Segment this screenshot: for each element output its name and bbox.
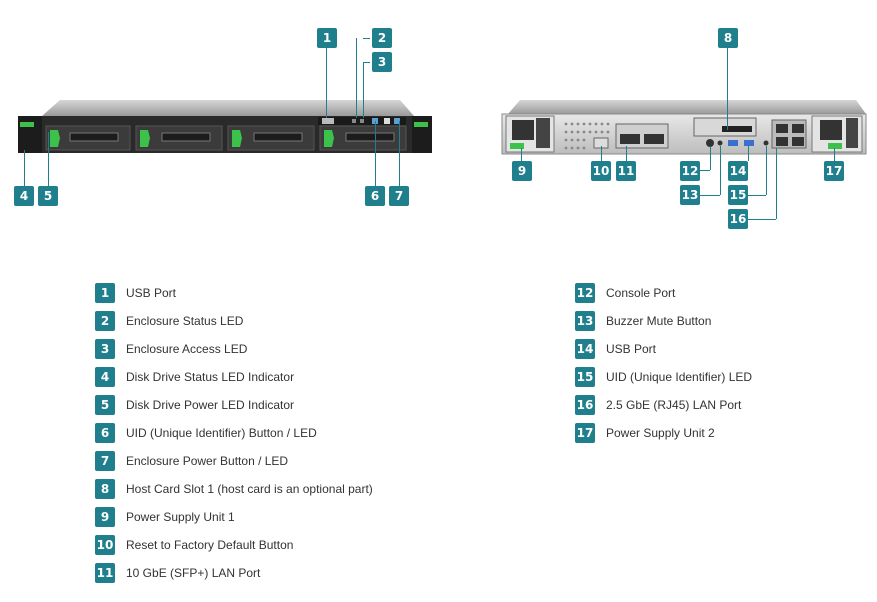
legend-label: Disk Drive Status LED Indicator [126,370,295,384]
legend-label: USB Port [606,342,657,356]
legend-number: 7 [95,451,115,471]
legend-label: Reset to Factory Default Button [126,538,294,552]
callout-badge-6: 6 [365,186,385,206]
legend-number: 4 [95,367,115,387]
legend-number: 15 [575,367,595,387]
callout-badge-7: 7 [389,186,409,206]
leader-line [601,146,602,162]
leader-line [748,195,766,196]
legend-number: 13 [575,311,595,331]
legend-item-7: 7 Enclosure Power Button / LED [95,450,288,472]
legend-number: 5 [95,395,115,415]
callout-badge-4: 4 [14,186,34,206]
legend-label: Enclosure Access LED [126,342,248,356]
leader-line [748,146,749,161]
legend-item-6: 6 UID (Unique Identifier) Button / LED [95,422,317,444]
legend-number: 3 [95,339,115,359]
legend-item-15: 15 UID (Unique Identifier) LED [575,366,752,388]
legend-item-5: 5 Disk Drive Power LED Indicator [95,394,294,416]
legend-number: 8 [95,479,115,499]
callout-badge-9: 9 [512,161,532,181]
leader-line [748,219,776,220]
leader-line [363,62,364,118]
leader-line [356,38,357,118]
leader-line [399,121,400,186]
leader-line [834,148,835,162]
legend-number: 16 [575,395,595,415]
legend-item-3: 3 Enclosure Access LED [95,338,247,360]
leader-line [766,146,767,195]
leader-line [521,148,522,162]
leader-line [727,47,728,130]
legend-number: 11 [95,563,115,583]
legend-number: 9 [95,507,115,527]
leader-line [363,62,370,63]
legend-item-17: 17 Power Supply Unit 2 [575,422,715,444]
legend-number: 1 [95,283,115,303]
legend-item-4: 4 Disk Drive Status LED Indicator [95,366,294,388]
leader-line [326,47,327,118]
legend-label: UID (Unique Identifier) LED [606,370,753,384]
legend-item-2: 2 Enclosure Status LED [95,310,243,332]
legend-number: 2 [95,311,115,331]
legend-item-14: 14 USB Port [575,338,656,360]
callout-badge-17: 17 [824,161,844,181]
legend-item-1: 1 USB Port [95,282,176,304]
legend-item-10: 10 Reset to Factory Default Button [95,534,293,556]
legend-item-13: 13 Buzzer Mute Button [575,310,711,332]
legend-number: 10 [95,535,115,555]
callout-badge-1: 1 [317,28,337,48]
callout-badge-11: 11 [616,161,636,181]
callout-badge-13: 13 [680,185,700,205]
leader-line [363,38,370,39]
legend-label: Power Supply Unit 1 [126,510,235,524]
leader-line [24,150,25,186]
callout-badge-2: 2 [372,28,392,48]
legend-label: Disk Drive Power LED Indicator [126,398,295,412]
leader-line [375,121,376,186]
leader-line [710,147,711,170]
leader-line [720,146,721,195]
legend-number: 17 [575,423,595,443]
callout-badge-14: 14 [728,161,748,181]
legend-label: Power Supply Unit 2 [606,426,715,440]
legend-item-9: 9 Power Supply Unit 1 [95,506,235,528]
legend-label: Console Port [606,286,676,300]
legend-label: Enclosure Power Button / LED [126,454,289,468]
legend-item-16: 16 2.5 GbE (RJ45) LAN Port [575,394,741,416]
legend-label: 2.5 GbE (RJ45) LAN Port [606,398,742,412]
legend-label: Buzzer Mute Button [606,314,712,328]
legend-label: Enclosure Status LED [126,314,244,328]
legend-label: Host Card Slot 1 (host card is an option… [126,482,373,496]
leader-line [700,170,710,171]
legend-item-12: 12 Console Port [575,282,675,304]
callout-badge-15: 15 [728,185,748,205]
callout-badge-5: 5 [38,186,58,206]
legend-number: 12 [575,283,595,303]
legend-item-11: 11 10 GbE (SFP+) LAN Port [95,562,260,584]
legend-label: UID (Unique Identifier) Button / LED [126,426,317,440]
leader-line [626,146,627,162]
callout-badge-3: 3 [372,52,392,72]
leader-line [776,148,777,219]
legend-number: 6 [95,423,115,443]
callout-badge-12: 12 [680,161,700,181]
legend-label: USB Port [126,286,177,300]
front-panel-illustration [18,100,867,155]
callout-badge-8: 8 [718,28,738,48]
callout-badge-10: 10 [591,161,611,181]
legend-label: 10 GbE (SFP+) LAN Port [126,566,261,580]
leader-line [48,132,49,186]
legend-number: 14 [575,339,595,359]
leader-line [700,195,720,196]
legend-item-8: 8 Host Card Slot 1 (host card is an optio… [95,478,373,500]
callout-badge-16: 16 [728,209,748,229]
